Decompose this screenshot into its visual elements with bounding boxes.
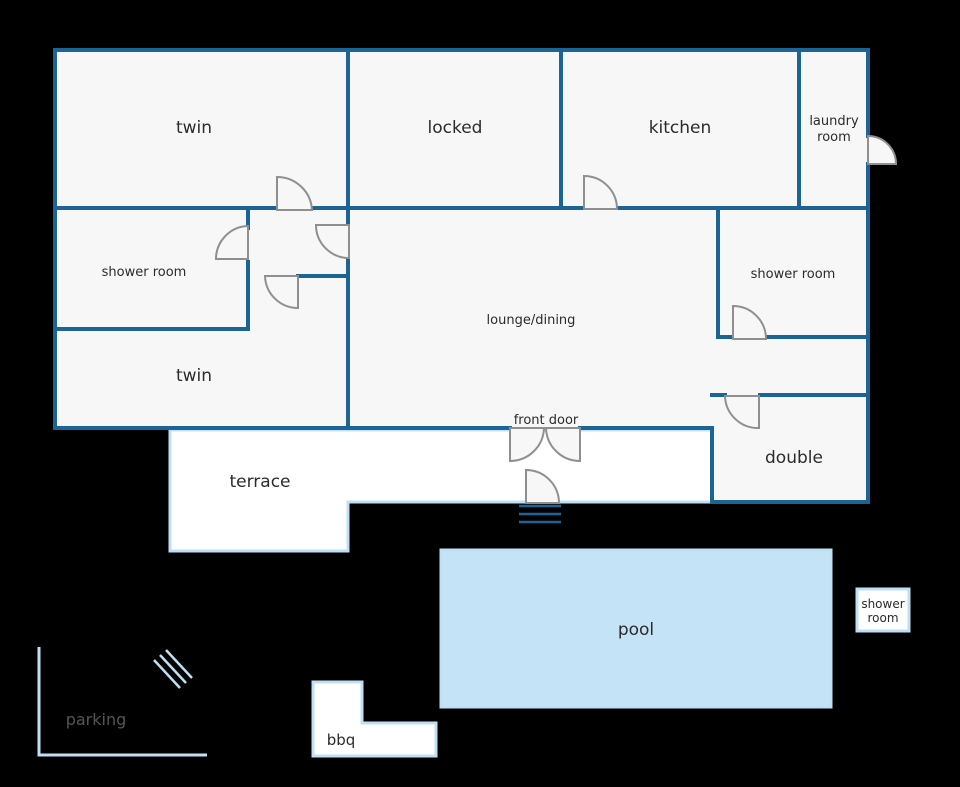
label-parking: parking [66,710,127,729]
door-shower-left-icon [214,224,249,260]
label-twin-top: twin [176,118,212,138]
pool-area [439,548,833,709]
label-twin-bottom: twin [176,366,212,386]
terrace-gate-icon [525,468,561,504]
parking-stripes-icon [153,649,193,689]
door-corridor-icon [314,224,350,260]
label-bbq: bbq [327,731,356,749]
front-door-right-icon [544,427,581,463]
door-shower-right-icon [732,304,768,340]
entrance-steps-icon [519,504,561,524]
house-floor [55,50,868,502]
label-laundry-line1: laundry [809,114,859,129]
label-front-door: front door [514,413,579,428]
door-swings [214,134,898,504]
label-locked: locked [428,118,483,138]
door-twin-top-icon [276,175,314,211]
label-outdoor-shower-line1: shower [861,597,904,611]
label-shower-left: shower room [102,265,187,280]
door-laundry-icon [867,134,898,165]
door-double-icon [723,395,760,430]
label-pool: pool [618,620,654,640]
label-terrace: terrace [229,472,290,492]
label-double: double [765,448,823,468]
front-door-left-icon [509,427,546,463]
label-lounge: lounge/dining [487,313,576,328]
label-laundry-line2: room [817,130,851,145]
outdoor-shower-area [855,587,911,633]
label-outdoor-shower-line2: room [867,611,898,625]
door-kitchen-icon [583,174,619,210]
parking-outline [37,647,207,757]
door-twin-bottom-icon [263,275,299,310]
bbq-area [311,680,438,758]
label-shower-right: shower room [751,267,836,282]
label-kitchen: kitchen [649,118,712,138]
